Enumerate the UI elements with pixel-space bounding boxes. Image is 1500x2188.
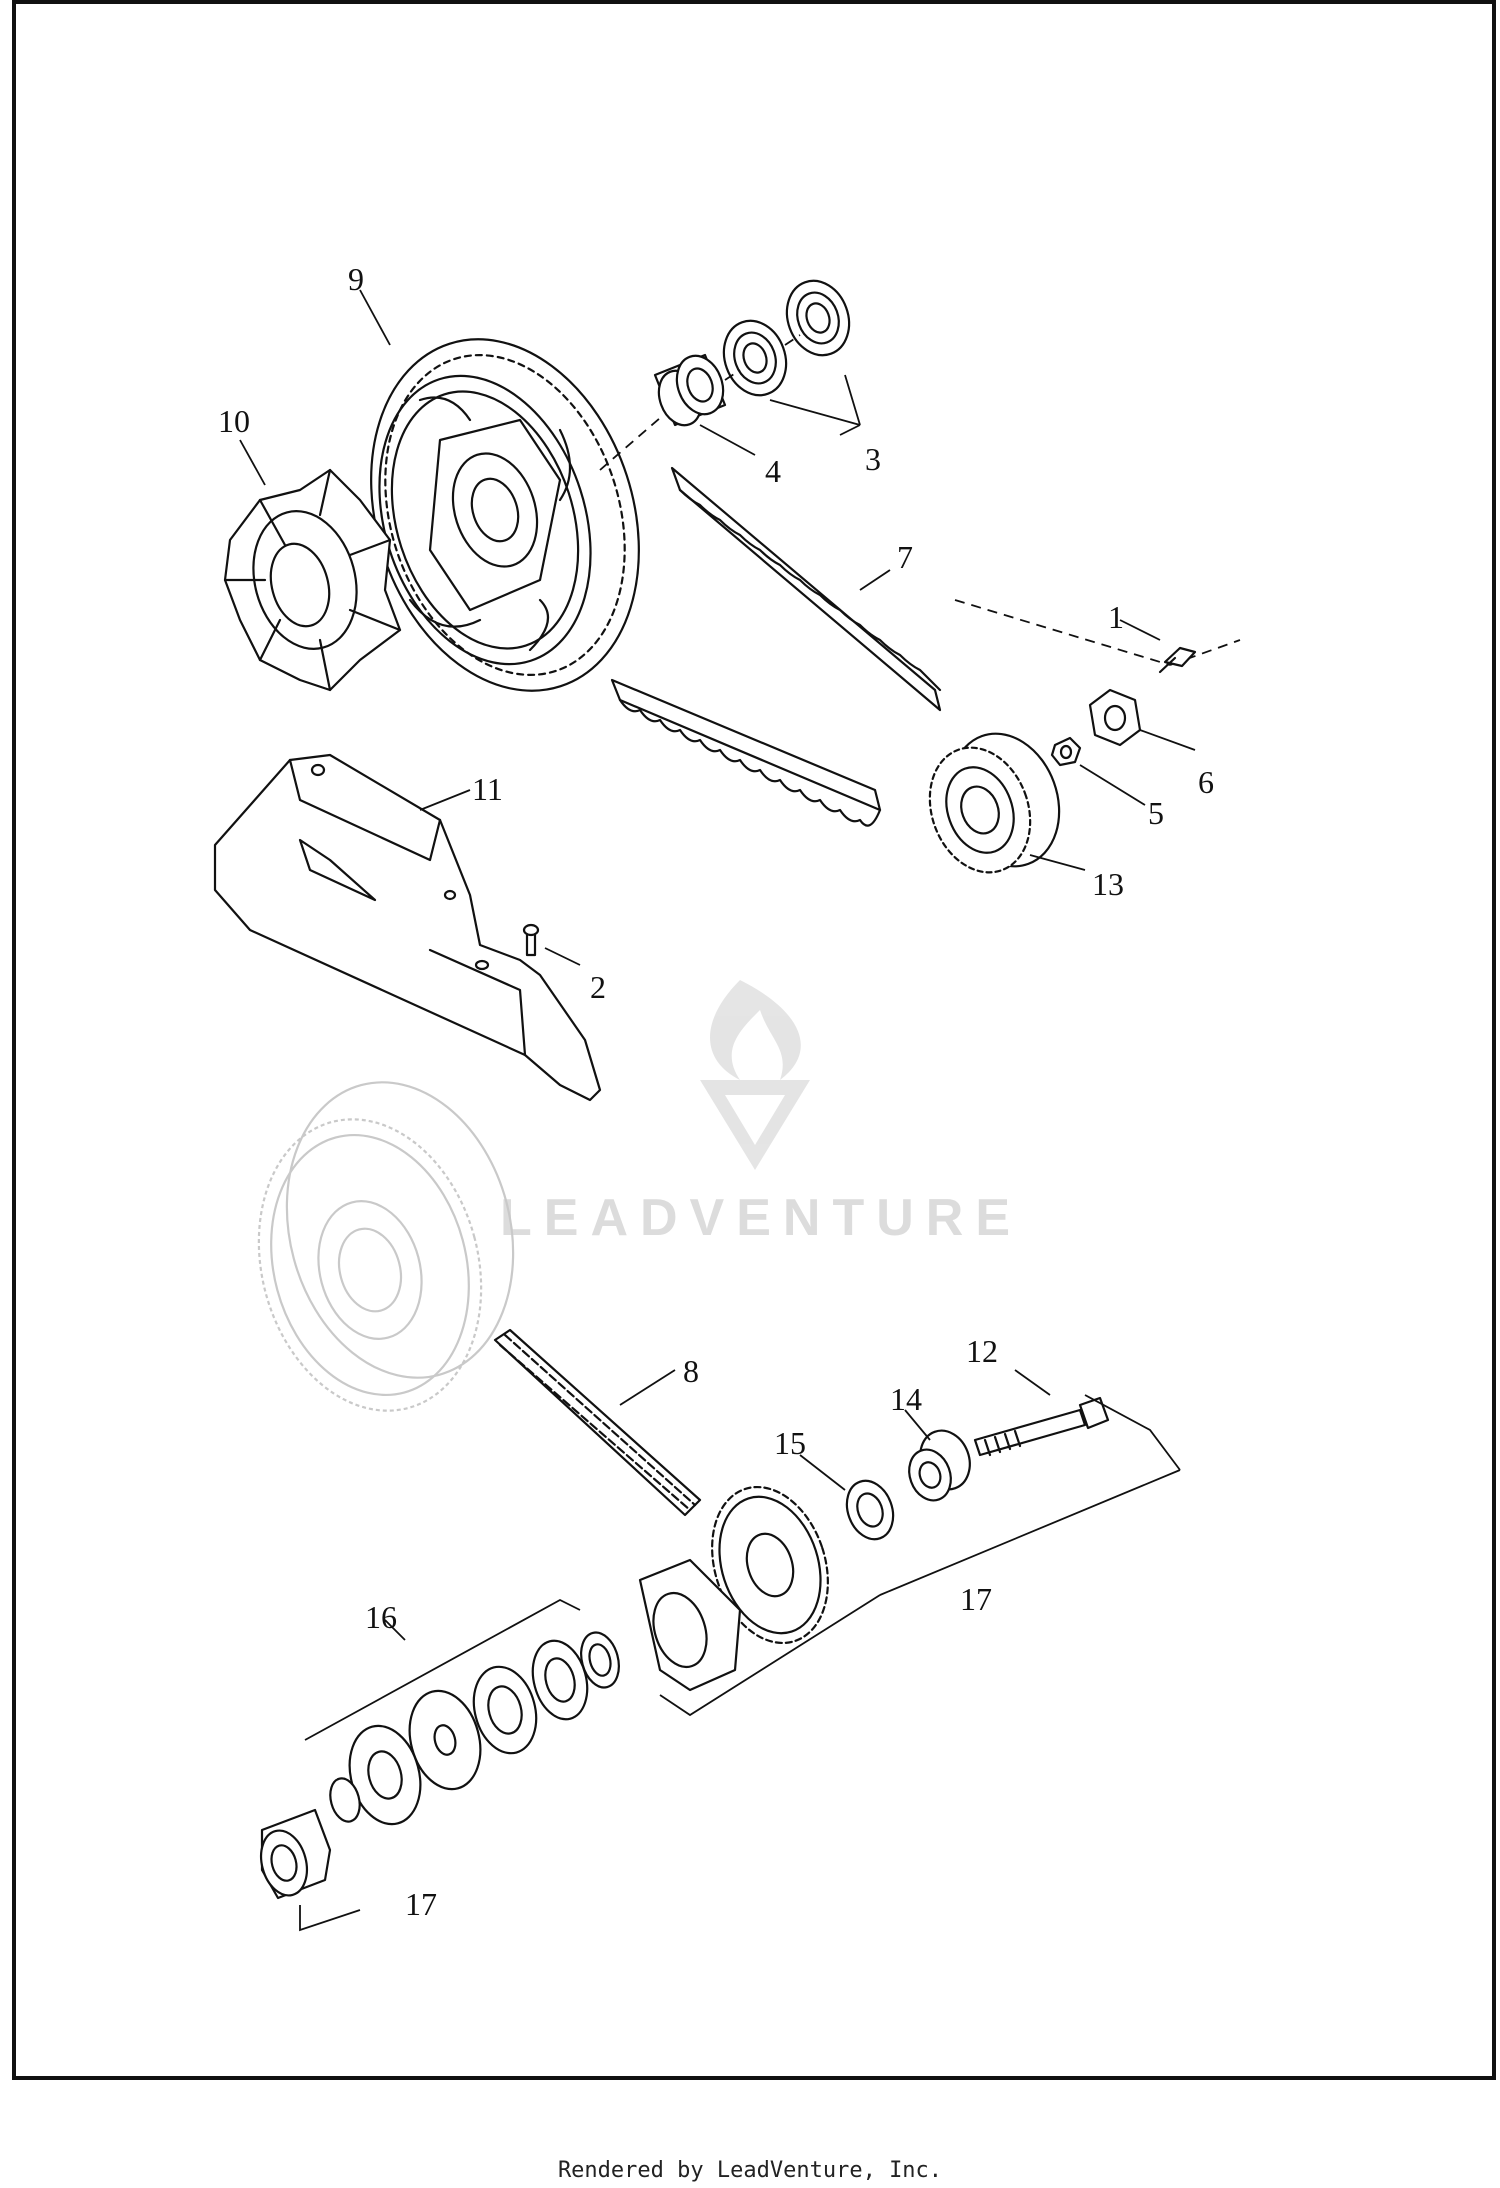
callout-15: 15 [774,1425,806,1461]
cam-housing [638,1558,742,1692]
callout-6: 6 [1198,764,1214,800]
callout-8: 8 [683,1353,699,1389]
watermark-text: LEADVENTURE [500,1189,1022,1247]
callout-4: 4 [765,453,781,489]
transmission-sprocket [928,732,1061,874]
callout-7: 7 [897,539,913,575]
screw-small [522,923,540,957]
callout-11: 11 [472,771,503,807]
callout-12: 12 [966,1333,998,1369]
primary-chain [493,1328,702,1517]
watermark-logo [700,980,810,1170]
rear-wheel-damper [223,468,402,692]
wheel-bearings [722,279,851,397]
spring-washers [329,1631,620,1826]
washer [845,1479,895,1541]
screw [1158,646,1197,674]
callout-17-upper: 17 [960,1581,992,1617]
footer-credit: Rendered by LeadVenture, Inc. [557,2158,943,2183]
sprocket-spacer [653,353,727,427]
sliding-cam [908,1429,971,1502]
clutch-shell-reference [257,1081,515,1412]
drive-belt [610,466,942,827]
lock-plate [1088,688,1142,747]
callout-3: 3 [865,441,881,477]
belt-guard [213,753,602,1102]
shaft-extension [259,1808,332,1900]
callout-1: 1 [1108,599,1124,635]
compensator-bolt [973,1396,1110,1457]
callout-14: 14 [890,1381,922,1417]
nut [1050,736,1082,767]
callout-5: 5 [1148,795,1164,831]
callout-2: 2 [590,969,606,1005]
callout-9: 9 [348,261,364,297]
callout-17-lower: 17 [405,1886,437,1922]
callout-10: 10 [218,403,250,439]
diagram-frame [12,0,1496,2080]
compensator-sprocket [711,1485,829,1645]
rear-belt-sprocket [370,338,640,692]
callout-16: 16 [365,1599,397,1635]
callout-13: 13 [1092,866,1124,902]
